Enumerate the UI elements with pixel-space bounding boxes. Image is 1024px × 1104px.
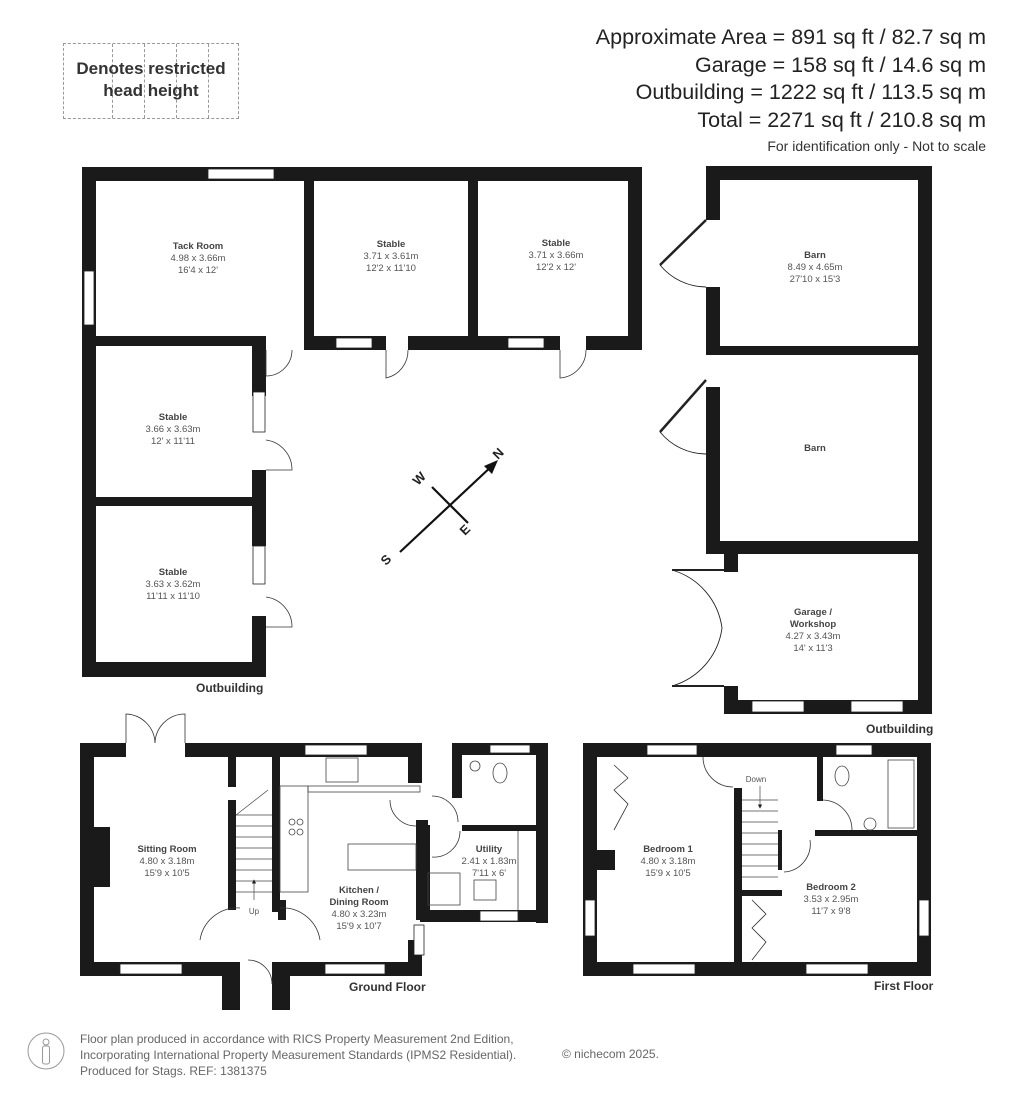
room-imperial: 12'2 x 11'10 <box>366 263 416 274</box>
footer-line-3: Produced for Stags. REF: 1381375 <box>80 1064 267 1078</box>
first-floor-label: First Floor <box>874 979 934 993</box>
room-metric: 4.80 x 3.18m <box>641 856 696 867</box>
footer-disclaimer: Floor plan produced in accordance with R… <box>80 1031 516 1079</box>
first-floor-windows <box>584 744 930 975</box>
room-name: Utility <box>476 844 503 855</box>
footer-line-1: Floor plan produced in accordance with R… <box>80 1032 514 1046</box>
room-kitchen-dining: Kitchen / Dining Room 4.80 x 3.23m 15'9 … <box>329 885 388 932</box>
room-stable-4: Stable 3.63 x 3.62m 11'11 x 11'10 <box>146 567 201 602</box>
bathroom-fittings <box>427 760 519 910</box>
room-metric: 3.63 x 3.62m <box>146 579 201 590</box>
legend-divider <box>144 44 145 118</box>
room-metric: 3.71 x 3.61m <box>364 251 419 262</box>
kitchen-fittings <box>279 757 421 893</box>
room-name: Barn <box>804 443 826 454</box>
room-imperial: 15'9 x 10'7 <box>336 921 381 932</box>
compass-n-label: N <box>490 445 507 462</box>
ground-floor-label: Ground Floor <box>349 980 426 994</box>
compass-e-label: E <box>457 521 474 538</box>
room-stable-1: Stable 3.71 x 3.61m 12'2 x 11'10 <box>364 239 419 274</box>
room-metric: 8.49 x 4.65m <box>788 262 843 273</box>
room-imperial: 12'2 x 12' <box>536 262 576 273</box>
total-area: Total = 2271 sq ft / 210.8 sq m <box>697 107 986 132</box>
legend-divider <box>176 44 177 118</box>
room-barn-1: Barn 8.49 x 4.65m 27'10 x 15'3 <box>788 250 843 285</box>
room-imperial: 11'11 x 11'10 <box>146 591 200 602</box>
room-metric: 3.53 x 2.95m <box>804 894 859 905</box>
room-imperial: 27'10 x 15'3 <box>790 274 841 285</box>
legend-divider <box>208 44 209 118</box>
room-metric: 4.27 x 3.43m <box>786 631 841 642</box>
room-name: Garage / <box>794 607 832 618</box>
room-name: Sitting Room <box>137 844 196 855</box>
room-name: Stable <box>377 239 406 250</box>
person-height-icon <box>27 1032 65 1070</box>
first-floor-staircase <box>742 786 778 878</box>
barn-doors <box>659 219 724 687</box>
room-barn-2: Barn <box>804 443 826 454</box>
ground-floor-walls <box>80 743 548 1010</box>
room-imperial: 16'4 x 12' <box>178 265 218 276</box>
approximate-area: Approximate Area = 891 sq ft / 82.7 sq m <box>595 25 986 49</box>
legend-line-1: Denotes restricted <box>76 59 226 78</box>
compass-s-label: S <box>378 551 395 568</box>
room-imperial: 11'7 x 9'8 <box>811 906 850 917</box>
first-floor-bathroom-fittings <box>834 759 915 831</box>
legend-label: Denotes restricted head height <box>63 58 239 102</box>
room-metric: 4.98 x 3.66m <box>171 253 226 264</box>
stairs-down-label: Down <box>746 775 766 784</box>
room-name: Dining Room <box>329 897 388 908</box>
room-metric: 3.71 x 3.66m <box>529 250 584 261</box>
copyright: © nichecom 2025. <box>562 1047 659 1061</box>
compass-w-label: W <box>410 468 430 488</box>
room-imperial: 15'9 x 10'5 <box>144 868 189 879</box>
outbuilding-windows <box>83 168 545 585</box>
room-bedroom-2: Bedroom 2 3.53 x 2.95m 11'7 x 9'8 <box>804 882 859 917</box>
room-imperial: 15'9 x 10'5 <box>645 868 690 879</box>
fireplace <box>94 827 110 887</box>
room-name: Stable <box>542 238 571 249</box>
first-floor-doors <box>613 756 853 961</box>
room-imperial: 12' x 11'11 <box>151 436 195 447</box>
room-name: Barn <box>804 250 826 261</box>
outbuilding-area: Outbuilding = 1222 sq ft / 113.5 sq m <box>635 80 986 104</box>
legend-divider <box>112 44 113 118</box>
footer-line-2: Incorporating International Property Mea… <box>80 1048 517 1062</box>
room-tack-room: Tack Room 4.98 x 3.66m 16'4 x 12' <box>171 241 226 276</box>
room-sitting-room: Sitting Room 4.80 x 3.18m 15'9 x 10'5 <box>137 844 196 879</box>
room-name: Workshop <box>790 619 836 630</box>
stairs-up-label: Up <box>249 907 260 916</box>
room-metric: 3.66 x 3.63m <box>146 424 201 435</box>
room-name: Stable <box>159 412 188 423</box>
room-name: Kitchen / <box>339 885 379 896</box>
scale-disclaimer: For identification only - Not to scale <box>767 138 986 154</box>
ground-floor-doors <box>125 713 461 985</box>
ground-floor-windows <box>119 744 531 975</box>
room-stable-2: Stable 3.71 x 3.66m 12'2 x 12' <box>529 238 584 273</box>
restricted-height-legend <box>63 43 239 119</box>
room-metric: 2.41 x 1.83m <box>462 856 517 867</box>
room-imperial: 14' x 11'3 <box>793 643 832 654</box>
room-metric: 4.80 x 3.23m <box>332 909 387 920</box>
room-name: Bedroom 2 <box>806 882 856 893</box>
outbuilding-doors <box>265 349 587 628</box>
outbuilding-label-right: Outbuilding <box>866 722 933 736</box>
room-utility: Utility 2.41 x 1.83m 7'11 x 6' <box>462 844 517 879</box>
garage-area: Garage = 158 sq ft / 14.6 sq m <box>694 52 986 77</box>
legend-line-2: head height <box>103 81 199 100</box>
room-garage-workshop: Garage / Workshop 4.27 x 3.43m 14' x 11'… <box>786 607 841 654</box>
ground-staircase <box>235 789 272 900</box>
room-bedroom-1: Bedroom 1 4.80 x 3.18m 15'9 x 10'5 <box>641 844 696 879</box>
room-metric: 4.80 x 3.18m <box>140 856 195 867</box>
room-name: Tack Room <box>173 241 224 252</box>
outbuilding-label-left: Outbuilding <box>196 681 263 695</box>
compass-icon <box>399 460 498 553</box>
area-summary: Approximate Area = 891 sq ft / 82.7 sq m… <box>596 24 986 156</box>
room-name: Bedroom 1 <box>643 844 693 855</box>
garage-windows <box>751 700 904 713</box>
room-stable-3: Stable 3.66 x 3.63m 12' x 11'11 <box>146 412 201 447</box>
room-imperial: 7'11 x 6' <box>472 868 506 879</box>
room-name: Stable <box>159 567 188 578</box>
